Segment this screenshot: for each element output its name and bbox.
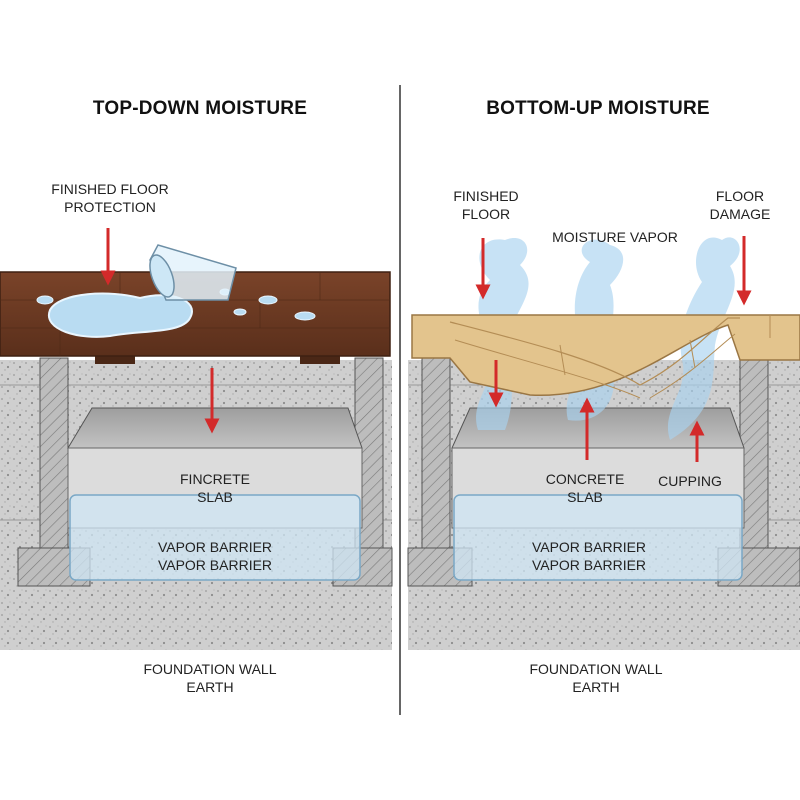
label-cupping: CUPPING [658, 473, 722, 489]
label-moisture-vapor: MOISTURE VAPOR [552, 229, 678, 245]
label-right-foundation: FOUNDATION WALL EARTH [529, 661, 663, 695]
label-finished-floor-protection: FINISHED FLOOR PROTECTION [51, 181, 169, 215]
right-vapor-barrier [453, 494, 743, 581]
label-floor-damage: FLOOR DAMAGE [709, 188, 771, 222]
left-foundation-wall-left [39, 357, 69, 549]
water-spill [47, 292, 193, 338]
left-slab-top [67, 407, 363, 449]
left-panel [0, 228, 393, 650]
left-panel-title: TOP-DOWN MOISTURE [92, 98, 308, 119]
tipped-glass-icon [149, 244, 237, 301]
label-left-slab: FINCRETE SLAB [180, 471, 250, 505]
right-light-wood-floor [411, 314, 800, 396]
label-left-foundation: FOUNDATION WALL EARTH [143, 661, 277, 695]
right-panel-title: BOTTOM-UP MOISTURE [486, 98, 710, 119]
right-foundation-wall-left [421, 357, 451, 549]
label-right-vapor-barrier: VAPOR BARRIER VAPOR BARRIER [531, 539, 647, 573]
label-right-slab: CONCRETE SLAB [545, 471, 625, 505]
right-foundation-wall-right [739, 357, 769, 549]
right-panel [407, 236, 800, 650]
label-left-vapor-barrier: VAPOR BARRIER VAPOR BARRIER [157, 539, 273, 573]
label-finished-floor: FINISHED FLOOR [453, 188, 519, 222]
left-vapor-barrier [69, 494, 361, 581]
